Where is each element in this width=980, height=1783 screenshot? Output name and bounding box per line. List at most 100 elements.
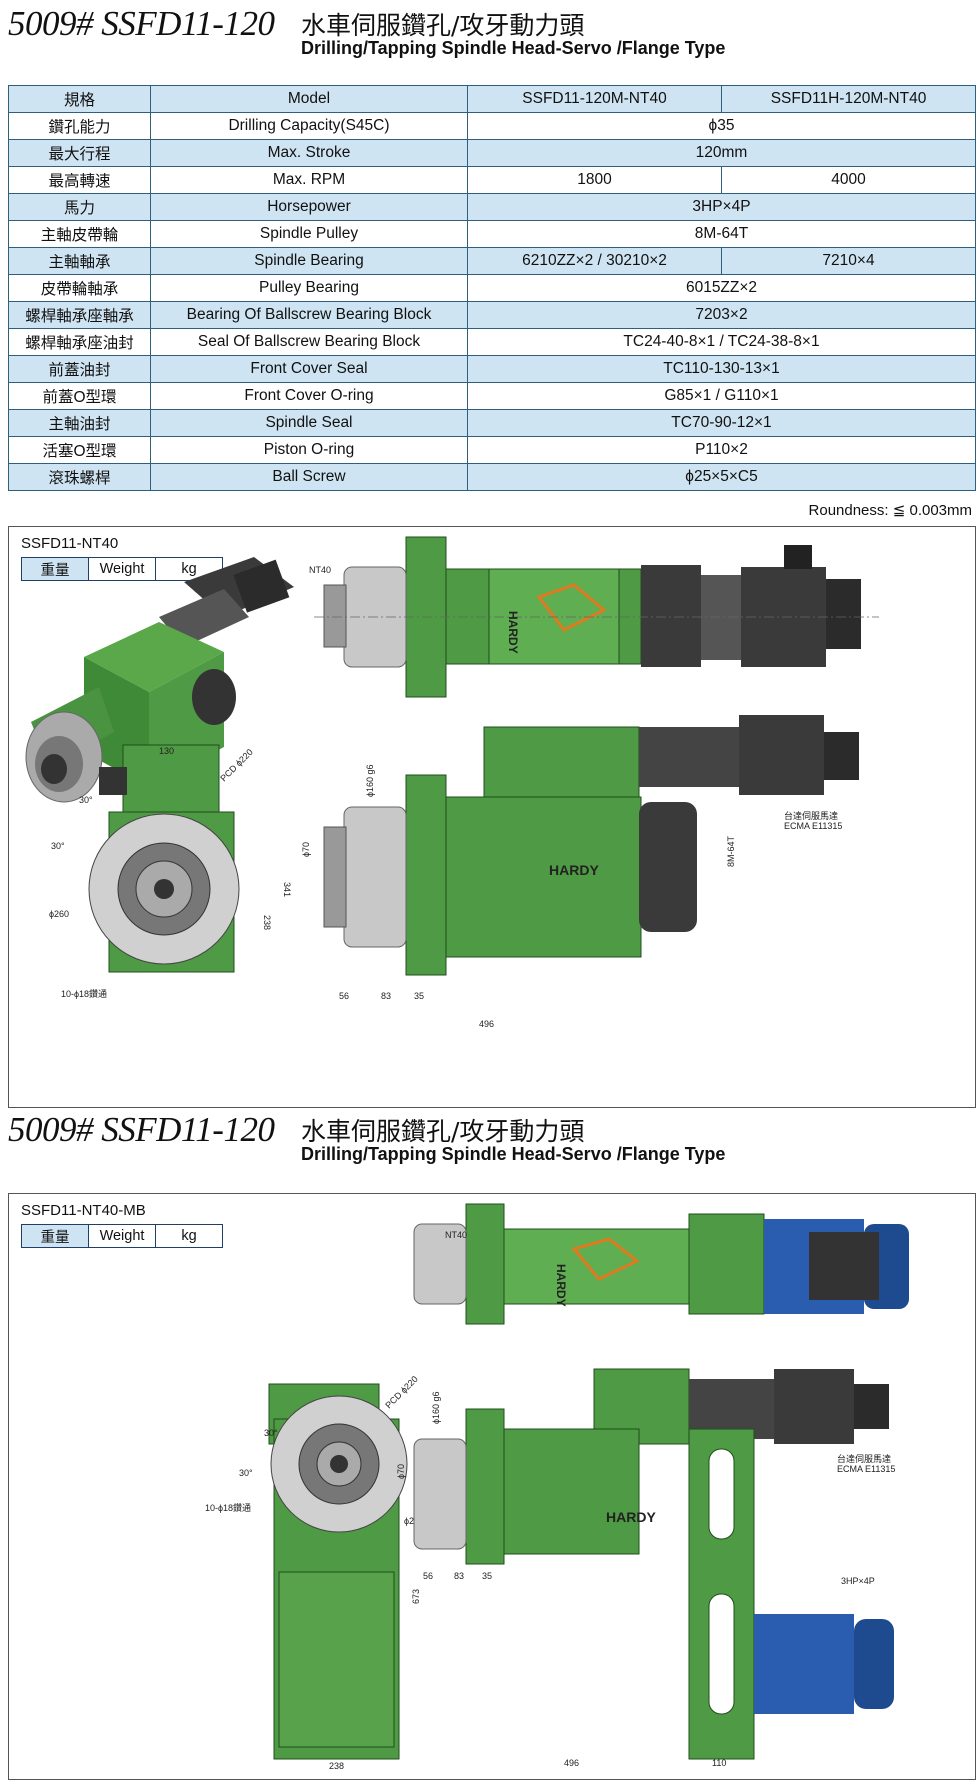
row-label-en: Max. Stroke bbox=[150, 139, 468, 167]
dim-35: 35 bbox=[414, 991, 424, 1001]
dim-160: ϕ160 g6 bbox=[431, 1391, 441, 1424]
dim-70: ϕ70 bbox=[396, 1464, 406, 1479]
label-hp: 3HP×4P bbox=[841, 1576, 875, 1586]
row-label-en: Ball Screw bbox=[150, 463, 468, 491]
cell-value: TC24-40-8×1 / TC24-38-8×1 bbox=[467, 328, 976, 356]
weight-table: 重量 Weight kg bbox=[21, 1224, 223, 1248]
row-label-en: Drilling Capacity(S45C) bbox=[150, 112, 468, 140]
label-motor: 台達伺服馬達 bbox=[837, 1453, 891, 1464]
dim-70: ϕ70 bbox=[301, 842, 311, 857]
dim-56: 56 bbox=[423, 1571, 433, 1581]
row-label-en: Front Cover Seal bbox=[150, 355, 468, 383]
cell-value: ϕ35 bbox=[467, 112, 976, 140]
label-nt40: NT40 bbox=[445, 1230, 467, 1240]
row-label-en: Max. RPM bbox=[150, 166, 468, 194]
label-motor2: ECMA E11315 bbox=[784, 821, 842, 831]
row-label-cn: 馬力 bbox=[8, 193, 151, 221]
roundness-note: Roundness: ≦ 0.003mm bbox=[808, 502, 972, 519]
row-label-cn: 主軸油封 bbox=[8, 409, 151, 437]
row-label-en: Seal Of Ballscrew Bearing Block bbox=[150, 328, 468, 356]
dim-110: 110 bbox=[712, 1758, 726, 1768]
row-label-en: Model bbox=[150, 85, 468, 113]
row-label-en: Horsepower bbox=[150, 193, 468, 221]
row-label-cn: 主軸皮帶輪 bbox=[8, 220, 151, 248]
model-label: SSFD11-NT40-MB bbox=[21, 1202, 146, 1219]
cell-value: 6210ZZ×2 / 30210×2 bbox=[467, 247, 722, 275]
row-label-en: Pulley Bearing bbox=[150, 274, 468, 302]
weight-table: 重量 Weight kg bbox=[21, 557, 223, 581]
cell-value: 8M-64T bbox=[467, 220, 976, 248]
row-label-cn: 最高轉速 bbox=[8, 166, 151, 194]
side-view: HARDY ϕ160 g6 ϕ70 台達伺服馬達 ECMA E11315 3HP… bbox=[396, 1368, 895, 1768]
weight-label-cn: 重量 bbox=[21, 1224, 89, 1248]
dim-160: ϕ160 g6 bbox=[365, 764, 375, 797]
spindle-drawing-1: NT40 HARDY 130 PCD ϕ220 30° 30° ϕ260 341… bbox=[25, 536, 879, 1029]
drawing-panel-nt40: SSFD11-NT40 重量 Weight kg bbox=[8, 526, 976, 1108]
dim-260: ϕ260 bbox=[49, 909, 69, 919]
angle-30b: 30° bbox=[239, 1468, 253, 1478]
row-label-cn: 滾珠螺桿 bbox=[8, 463, 151, 491]
cell-value: 3HP×4P bbox=[467, 193, 976, 221]
logo-hardy: HARDY bbox=[506, 611, 520, 654]
front-view: 130 PCD ϕ220 30° 30° ϕ260 341 238 10-ϕ18… bbox=[49, 744, 292, 999]
cell-value: 7210×4 bbox=[721, 247, 976, 275]
label-motor2: ECMA E11315 bbox=[837, 1464, 895, 1474]
row-label-en: Spindle Pulley bbox=[150, 220, 468, 248]
label-holes: 10-ϕ18鑽通 bbox=[205, 1502, 251, 1513]
row-label-cn: 皮帶輪軸承 bbox=[8, 274, 151, 302]
title-chinese: 水車伺服鑽孔/攻牙動力頭 bbox=[301, 11, 585, 40]
row-label-en: Spindle Bearing bbox=[150, 247, 468, 275]
dim-pcd: PCD ϕ220 bbox=[218, 747, 254, 783]
dim-238: 238 bbox=[262, 915, 272, 930]
dim-238: 238 bbox=[329, 1761, 344, 1771]
weight-label-en: Weight bbox=[88, 1224, 156, 1248]
row-label-cn: 規格 bbox=[8, 85, 151, 113]
dim-83: 83 bbox=[454, 1571, 464, 1581]
side-view: HARDY ϕ160 g6 ϕ70 台達伺服馬達 ECMA E11315 8M-… bbox=[301, 715, 859, 1029]
angle-30a: 30° bbox=[79, 795, 93, 805]
row-label-en: Piston O-ring bbox=[150, 436, 468, 464]
drawing-panel-nt40-mb: SSFD11-NT40-MB 重量 Weight kg NT40 HARDY bbox=[8, 1193, 976, 1780]
row-label-cn: 活塞O型環 bbox=[8, 436, 151, 464]
row-label-cn: 主軸軸承 bbox=[8, 247, 151, 275]
logo-hardy-side: HARDY bbox=[549, 862, 599, 878]
cell-value: ϕ25×5×C5 bbox=[467, 463, 976, 491]
row-label-cn: 螺桿軸承座軸承 bbox=[8, 301, 151, 329]
dim-35: 35 bbox=[482, 1571, 492, 1581]
dim-83: 83 bbox=[381, 991, 391, 1001]
top-view: NT40 HARDY bbox=[413, 1203, 909, 1325]
dim-496: 496 bbox=[564, 1758, 579, 1768]
angle-30a: 30° bbox=[264, 1428, 278, 1438]
cell-value: SSFD11H-120M-NT40 bbox=[721, 85, 976, 113]
weight-label-cn: 重量 bbox=[21, 557, 89, 581]
dim-673: 673 bbox=[411, 1589, 421, 1604]
title-english: Drilling/Tapping Spindle Head-Servo /Fla… bbox=[301, 38, 726, 58]
spindle-drawing-2: NT40 HARDY PCD ϕ220 30° 30° 10-ϕ18鑽通 ϕ26… bbox=[205, 1203, 909, 1771]
dim-belt: 8M-64T bbox=[726, 835, 736, 867]
dim-130: 130 bbox=[159, 746, 174, 756]
cell-value: 7203×2 bbox=[467, 301, 976, 329]
row-label-cn: 最大行程 bbox=[8, 139, 151, 167]
logo-hardy-side: HARDY bbox=[606, 1509, 656, 1525]
model-label: SSFD11-NT40 bbox=[21, 535, 119, 552]
title-english: Drilling/Tapping Spindle Head-Servo /Fla… bbox=[301, 1144, 726, 1164]
row-label-en: Front Cover O-ring bbox=[150, 382, 468, 410]
top-view: NT40 HARDY bbox=[309, 536, 879, 698]
row-label-cn: 前蓋O型環 bbox=[8, 382, 151, 410]
front-view: PCD ϕ220 30° 30° 10-ϕ18鑽通 ϕ260 673 238 bbox=[205, 1374, 424, 1771]
cell-value: TC70-90-12×1 bbox=[467, 409, 976, 437]
row-label-en: Bearing Of Ballscrew Bearing Block bbox=[150, 301, 468, 329]
